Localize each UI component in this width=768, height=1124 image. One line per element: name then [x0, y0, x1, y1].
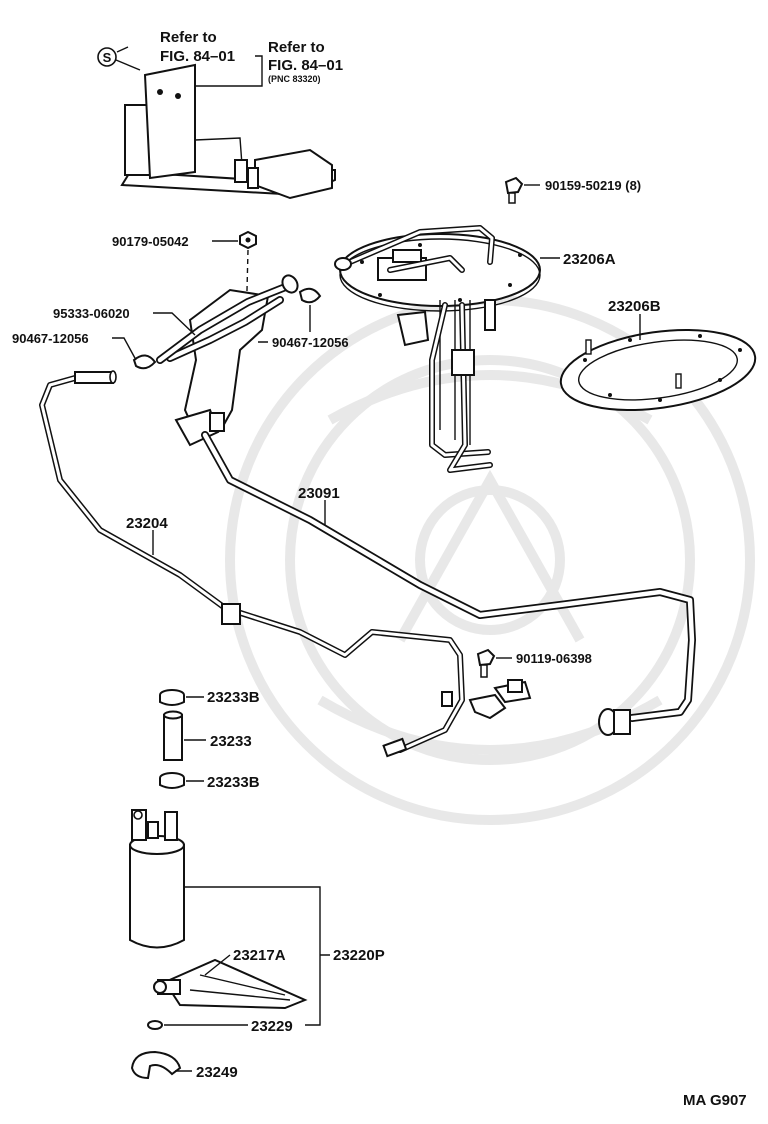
cushion-23249 — [130, 1050, 182, 1080]
part-90467-left-label: 90467-12056 — [12, 331, 89, 346]
clamp-90467-right-icon — [298, 287, 322, 304]
part-23220P-label: 23220P — [333, 947, 385, 964]
part-90119-label: 90119-06398 — [516, 651, 592, 666]
part-23217A-label: 23217A — [233, 947, 286, 964]
hose-bracket-assembly — [156, 274, 299, 447]
svg-text:S: S — [103, 50, 112, 65]
part-23091-label: 23091 — [298, 485, 340, 502]
s-mark-icon: S — [97, 46, 141, 71]
clamp-90467-left-icon — [132, 354, 157, 370]
pnc-label: (PNC 83320) — [268, 74, 321, 84]
grommet-23233B-top — [159, 689, 185, 706]
part-90159-label: 90159-50219 (8) — [545, 178, 641, 193]
part-95333-label: 95333-06020 — [53, 306, 130, 321]
tube-23091 — [201, 431, 696, 736]
part-90179-label: 90179-05042 — [112, 234, 189, 249]
figure-code: MA G907 — [683, 1092, 747, 1109]
part-23233B-bottom-label: 23233B — [207, 774, 260, 791]
part-90467-right-label: 90467-12056 — [272, 335, 349, 350]
nut-90179-icon — [239, 230, 257, 250]
gasket-23206B — [559, 328, 757, 412]
fuel-pump-bracket-23206A — [334, 225, 541, 473]
fuel-pump-23220P — [129, 809, 185, 949]
refer-to-label: Refer to — [160, 29, 217, 46]
tube-23204 — [39, 370, 465, 758]
refer-to-label-2: Refer to — [268, 39, 325, 56]
part-23249-label: 23249 — [196, 1064, 238, 1081]
filter-23217A — [153, 958, 308, 1010]
clip-23229 — [147, 1020, 163, 1030]
part-23206A-label: 23206A — [563, 251, 616, 268]
tube-clamp — [441, 679, 532, 720]
part-23233-label: 23233 — [210, 733, 252, 750]
part-23204-label: 23204 — [126, 515, 168, 532]
fig-ref-label-2: FIG. 84–01 — [268, 57, 343, 74]
fig-ref-label: FIG. 84–01 — [160, 48, 235, 65]
part-23206B-label: 23206B — [608, 298, 661, 315]
hose-23233 — [163, 710, 183, 761]
grommet-23233B-bottom — [159, 772, 185, 789]
bolt-90159-icon — [504, 176, 524, 204]
bracket-assembly — [120, 63, 336, 200]
part-23229-label: 23229 — [251, 1018, 293, 1035]
part-23233B-top-label: 23233B — [207, 689, 260, 706]
bolt-90119-icon — [476, 648, 496, 678]
